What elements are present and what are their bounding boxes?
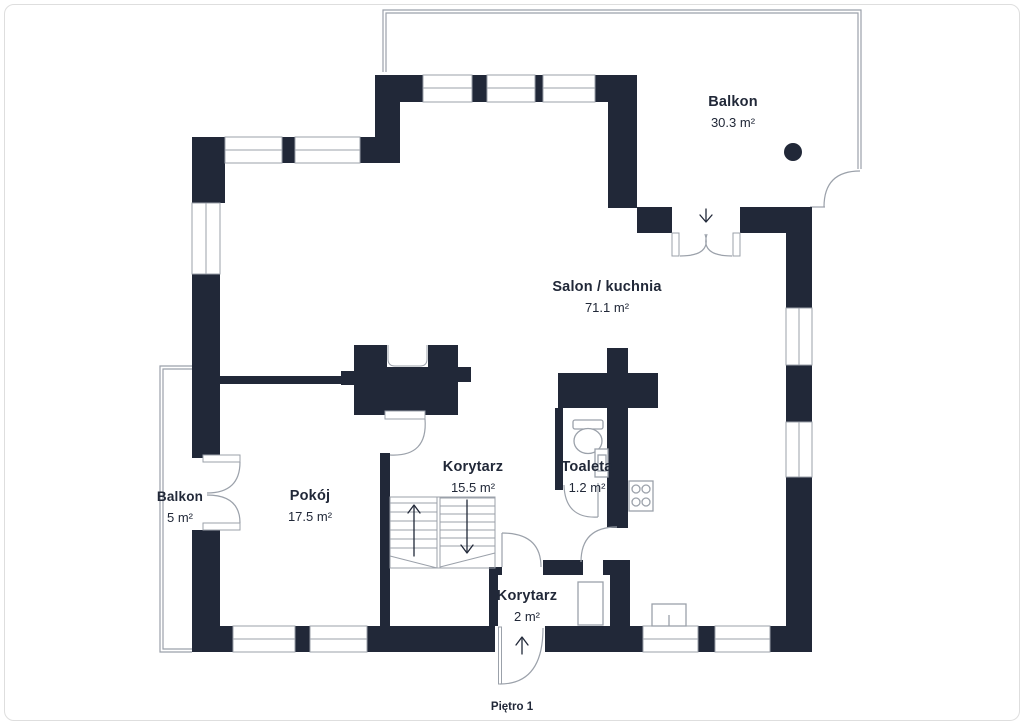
duct-box xyxy=(577,581,604,626)
window-icon xyxy=(224,136,283,164)
stove-icon xyxy=(628,480,654,512)
french-door-left-balcony xyxy=(202,454,241,531)
balcony-left-outline xyxy=(159,365,192,653)
svg-text:30.3 m²: 30.3 m² xyxy=(711,115,756,130)
svg-text:17.5 m²: 17.5 m² xyxy=(288,509,333,524)
window-icon xyxy=(642,625,699,653)
toilet-icon xyxy=(572,419,604,455)
svg-text:5 m²: 5 m² xyxy=(167,510,194,525)
room-label-balkon-top: Balkon 30.3 m² xyxy=(708,94,758,130)
stairs-up-arrow xyxy=(407,504,421,557)
window-icon xyxy=(486,74,536,103)
window-icon xyxy=(542,74,596,103)
column-icon xyxy=(784,143,802,161)
svg-text:Balkon: Balkon xyxy=(708,94,758,110)
fixtures xyxy=(572,143,802,627)
door-arc-icon xyxy=(823,170,861,208)
floor-label: Piętro 1 xyxy=(491,701,534,713)
window-icon xyxy=(785,307,813,366)
window-icon xyxy=(714,625,771,653)
sink-icon xyxy=(594,448,609,478)
room-label-balkon-left: Balkon 5 m² xyxy=(157,489,203,525)
balcony-door-arrow-icon xyxy=(699,208,713,223)
svg-text:Pokój: Pokój xyxy=(290,488,330,504)
window-icon xyxy=(422,74,473,103)
stairs-down-arrow xyxy=(460,499,474,554)
svg-text:Salon / kuchnia: Salon / kuchnia xyxy=(552,279,662,295)
svg-text:Korytarz: Korytarz xyxy=(443,459,503,475)
entrance-arrow-icon xyxy=(515,636,529,655)
entrance-door xyxy=(498,626,544,685)
window-icon xyxy=(309,625,368,653)
windows xyxy=(191,74,813,653)
balcony-top-outline xyxy=(382,9,862,208)
fireplace-niche xyxy=(387,344,428,367)
svg-text:Toaleta: Toaleta xyxy=(561,459,613,475)
svg-text:Balkon: Balkon xyxy=(157,489,203,504)
room-label-toaleta: Toaleta 1.2 m² xyxy=(561,459,613,495)
room-label-korytarz: Korytarz 15.5 m² xyxy=(443,459,503,495)
window-icon xyxy=(232,625,296,653)
svg-text:71.1 m²: 71.1 m² xyxy=(585,300,630,315)
stairs-icon xyxy=(389,496,496,569)
svg-text:2 m²: 2 m² xyxy=(514,609,541,624)
svg-text:15.5 m²: 15.5 m² xyxy=(451,480,496,495)
svg-text:Korytarz: Korytarz xyxy=(497,588,557,604)
kitchen-door xyxy=(580,526,618,563)
toaleta-door xyxy=(563,483,599,518)
pokoj-door xyxy=(384,410,426,456)
room-label-korytarz-maly: Korytarz 2 m² xyxy=(497,588,557,624)
window-icon xyxy=(294,136,361,164)
room-label-pokoj: Pokój 17.5 m² xyxy=(288,488,333,524)
room-labels: Balkon 30.3 m² Salon / kuchnia 71.1 m² P… xyxy=(157,94,758,713)
walls xyxy=(192,75,812,652)
vestibule-door xyxy=(501,532,542,568)
window-icon xyxy=(191,202,221,275)
room-label-salon: Salon / kuchnia 71.1 m² xyxy=(552,279,662,315)
doors xyxy=(202,208,741,685)
radiator-icon xyxy=(651,603,687,627)
double-door-top-balcony xyxy=(671,208,741,257)
svg-text:1.2 m²: 1.2 m² xyxy=(569,480,607,495)
window-icon xyxy=(785,421,813,478)
